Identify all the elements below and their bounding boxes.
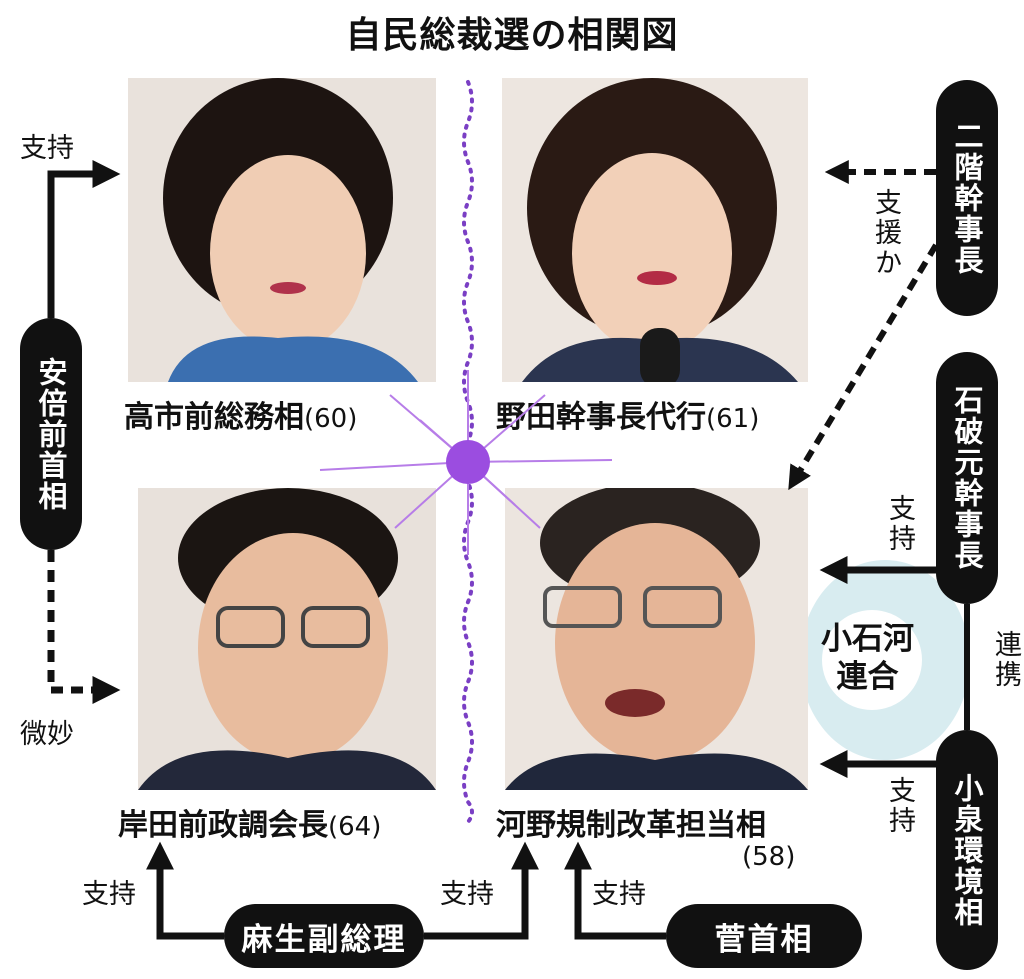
kishida-caption: 岸田前政調会長(64) — [118, 800, 381, 844]
nikai-kono-arrow — [788, 243, 939, 491]
takaichi-name: 高市前総務相 — [124, 400, 304, 435]
kono-photo — [505, 488, 808, 790]
divider-wavy-line — [462, 80, 474, 824]
ishiba-kono-label: 支持 — [884, 494, 915, 554]
aso-kishida-label: 支持 — [82, 879, 136, 910]
aso-kishida-arrow — [146, 841, 224, 940]
coalition-label-line2: 連合 — [836, 659, 899, 695]
kishida-name: 岸田前政調会長 — [118, 808, 328, 843]
abe-takaichi-label: 支持 — [20, 133, 74, 164]
suga-kono-label: 支持 — [592, 879, 646, 910]
kishida-photo — [138, 488, 436, 790]
koizumi-pill: 小泉環境相 — [936, 730, 998, 970]
abe-pill: 安倍前首相 — [20, 318, 82, 550]
nikai-noda-label: 支援か — [870, 188, 901, 278]
kono-name: 河野規制改革担当相 — [496, 808, 766, 843]
noda-caption: 野田幹事長代行(61) — [496, 392, 759, 436]
takaichi-caption: 高市前総務相(60) — [124, 392, 357, 436]
coalition-label: 小石河 連合 — [800, 620, 935, 696]
aso-pill: 麻生副総理 — [224, 904, 424, 968]
abe-takaichi-arrow — [47, 160, 121, 318]
ishiba-pill: 石破元幹事長 — [936, 352, 998, 604]
aso-kono-label: 支持 — [440, 879, 494, 910]
takaichi-photo — [128, 78, 436, 382]
coalition-label-line1: 小石河 — [821, 621, 914, 657]
spark-core — [446, 440, 490, 484]
kishida-age: (64) — [328, 812, 382, 842]
ishiba-koizumi-label: 連携 — [990, 630, 1021, 690]
coalition-circle-center — [822, 610, 922, 710]
noda-name: 野田幹事長代行 — [496, 400, 706, 435]
abe-kishida-label: 微妙 — [20, 719, 74, 750]
koizumi-kono-label: 支持 — [884, 776, 915, 836]
nikai-pill: 二階幹事長 — [936, 80, 998, 316]
takaichi-age: (60) — [304, 404, 358, 434]
diagram-title: 自民総裁選の相関図 — [345, 15, 679, 56]
abe-kishida-arrow — [47, 550, 121, 704]
kono-caption: 河野規制改革担当相 — [496, 800, 766, 844]
kono-age: (58) — [742, 842, 796, 872]
noda-photo — [502, 78, 808, 382]
noda-age: (61) — [706, 404, 760, 434]
suga-pill: 菅首相 — [666, 904, 862, 968]
